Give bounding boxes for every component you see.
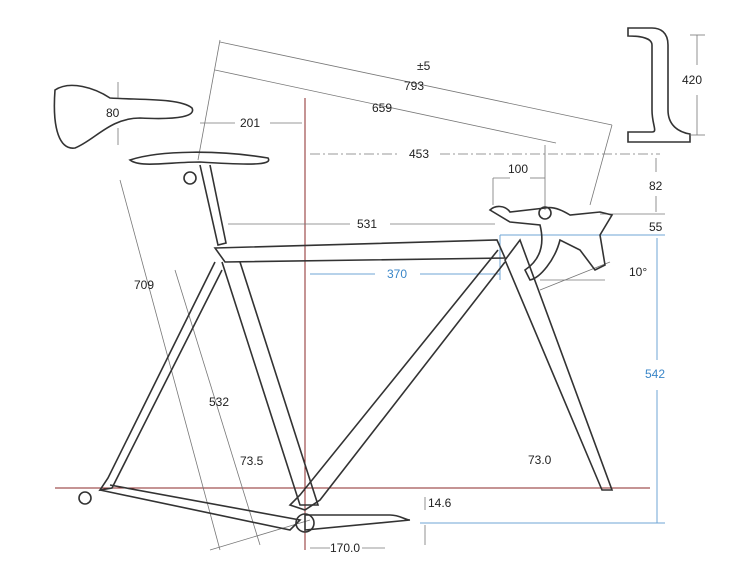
saddle-setback-label: 201 bbox=[240, 116, 260, 130]
bike-frame bbox=[78, 151, 614, 533]
bb-drop-label: 14.6 bbox=[428, 496, 452, 510]
stem-and-drop-bar bbox=[488, 205, 614, 281]
chain-stay bbox=[99, 484, 302, 531]
reach-793-label: 793 bbox=[404, 79, 424, 93]
crank-arm bbox=[304, 514, 411, 531]
bb-to-bar-label: 453 bbox=[409, 147, 429, 161]
top-tube bbox=[213, 239, 507, 263]
saddle-height-label: 709 bbox=[134, 278, 154, 292]
seat-stay bbox=[98, 261, 223, 492]
fork bbox=[504, 238, 614, 491]
rear-dropout bbox=[78, 491, 92, 505]
handlebar-front-view bbox=[627, 27, 691, 143]
top-tube-label: 531 bbox=[357, 217, 377, 231]
bottom-bracket bbox=[295, 513, 315, 533]
seat-tube bbox=[221, 261, 320, 506]
reach-label: 370 bbox=[387, 267, 407, 281]
saddle-top-view bbox=[53, 84, 194, 149]
bar-drop-label: 82 bbox=[649, 179, 663, 193]
seat-tube-label: 532 bbox=[209, 395, 229, 409]
lever-angle-label: 10° bbox=[629, 265, 647, 279]
down-tube bbox=[288, 249, 506, 511]
saddle-side-view bbox=[128, 151, 270, 165]
stack-label: 542 bbox=[645, 367, 665, 381]
crank-length-label: 170.0 bbox=[330, 541, 360, 555]
seatpost bbox=[199, 164, 227, 246]
dimension-lines bbox=[119, 39, 665, 551]
saddle-width-label: 80 bbox=[106, 106, 120, 120]
bar-width-label: 420 bbox=[682, 73, 702, 87]
head-angle-label: 73.0 bbox=[528, 453, 552, 467]
seatpost-clamp bbox=[183, 171, 197, 185]
bar-clamp bbox=[538, 206, 552, 220]
tolerance-label: ±5 bbox=[417, 59, 431, 73]
reach-659-label: 659 bbox=[372, 101, 392, 115]
seat-angle-label: 73.5 bbox=[240, 454, 264, 468]
spacer-label: 55 bbox=[649, 220, 663, 234]
stem-length-label: 100 bbox=[508, 162, 528, 176]
